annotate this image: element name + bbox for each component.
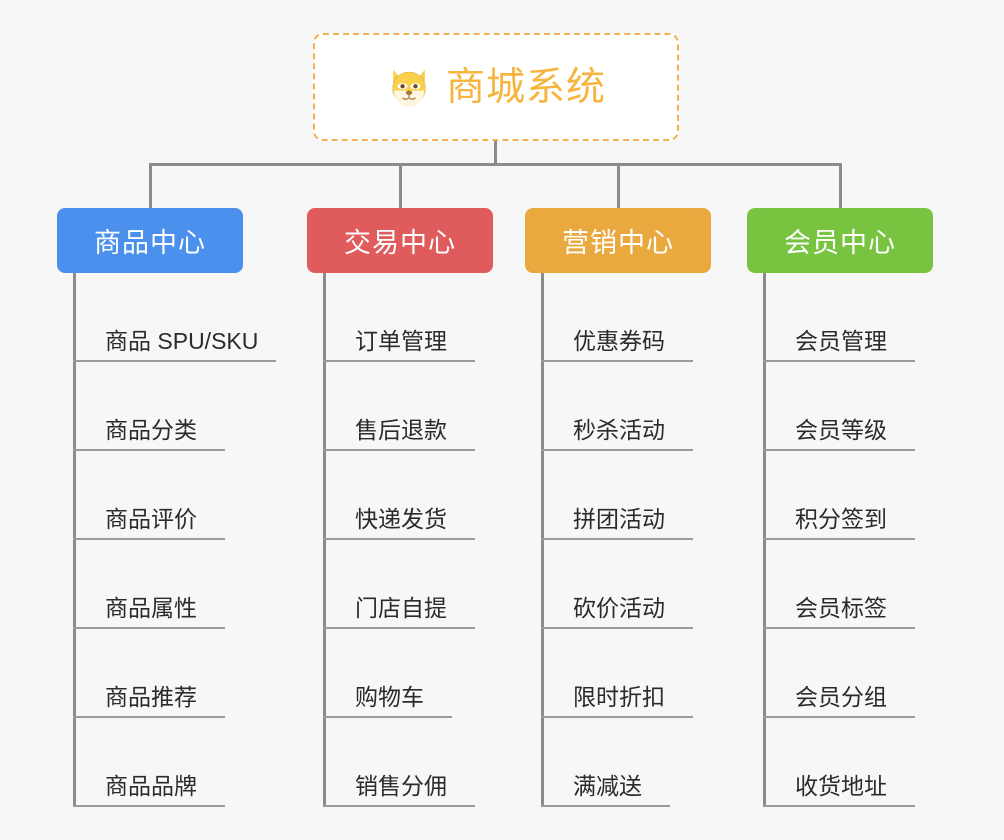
leaf-label: 拼团活动 [573,505,665,532]
leaf-label: 订单管理 [355,327,447,354]
root-title: 商城系统 [445,65,606,109]
leaf-label: 售后退款 [355,416,447,443]
leaf-label: 满减送 [573,772,642,799]
leaf-underline [763,449,915,451]
leaf-label: 销售分佣 [355,772,447,799]
leaf-underline [73,538,225,540]
root-node[interactable]: 商城系统 [313,33,679,141]
leaf-label: 商品 SPU/SKU [105,327,259,354]
leaf-underline [323,538,475,540]
branch-spine [763,273,766,807]
branch-header-product-center[interactable]: 商品中心 [57,208,243,273]
leaf-underline [763,716,915,718]
leaf-underline [763,538,915,540]
branch-spine [541,273,544,807]
leaf-underline [763,627,915,629]
leaf-label: 会员等级 [795,416,887,443]
leaf-label: 门店自提 [355,594,447,621]
leaf-label: 会员分组 [795,683,887,710]
leaf-underline [541,360,693,362]
root-stem-connector [494,141,497,166]
leaf-label: 商品品牌 [105,772,197,799]
branch-drop-connector-2 [399,163,402,209]
leaf-underline [73,360,276,362]
branch-drop-connector-3 [617,163,620,209]
branch-spine [73,273,76,807]
leaf-underline [323,805,475,807]
leaf-label: 商品评价 [105,505,197,532]
branch-spine [323,273,326,807]
leaf-underline [323,360,475,362]
leaf-underline [73,805,225,807]
branch-drop-connector-1 [149,163,152,209]
leaf-underline [763,360,915,362]
branch-header-trade-center[interactable]: 交易中心 [307,208,493,273]
leaf-label: 收货地址 [795,772,887,799]
leaf-underline [73,716,225,718]
branch-drop-connector-4 [839,163,842,209]
leaf-underline [73,449,225,451]
leaf-label: 积分签到 [795,505,887,532]
dog-face-icon [386,64,432,110]
leaf-underline [323,716,452,718]
leaf-underline [323,627,475,629]
leaf-underline [73,627,225,629]
leaf-underline [541,538,693,540]
leaf-label: 会员管理 [795,327,887,354]
branch-header-marketing-center[interactable]: 营销中心 [525,208,711,273]
leaf-label: 快递发货 [355,505,447,532]
leaf-label: 购物车 [355,683,424,710]
leaf-label: 砍价活动 [573,594,665,621]
leaf-underline [323,449,475,451]
leaf-label: 秒杀活动 [573,416,665,443]
leaf-underline [763,805,915,807]
leaf-label: 商品分类 [105,416,197,443]
leaf-label: 限时折扣 [573,683,665,710]
leaf-underline [541,449,693,451]
leaf-underline [541,716,693,718]
leaf-underline [541,627,693,629]
leaf-label: 商品推荐 [105,683,197,710]
leaf-label: 商品属性 [105,594,197,621]
leaf-underline [541,805,670,807]
horizontal-bus-connector [149,163,842,166]
leaf-label: 会员标签 [795,594,887,621]
leaf-label: 优惠券码 [573,327,665,354]
branch-header-member-center[interactable]: 会员中心 [747,208,933,273]
